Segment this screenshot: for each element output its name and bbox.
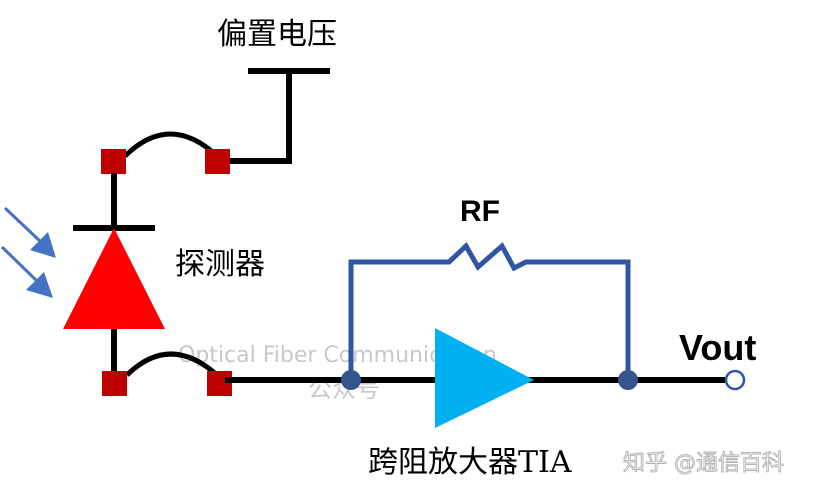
- top-left-pad: [101, 149, 126, 174]
- light-arrows-icon: [0, 206, 56, 298]
- bottom-left-pad: [102, 371, 127, 396]
- light-arrow-shaft-2: [0, 245, 40, 284]
- photodiode: [63, 173, 165, 375]
- light-arrow-head-2: [26, 272, 53, 298]
- bias-voltage-label: 偏置电压: [217, 17, 337, 52]
- tia-label: 跨阻放大器TIA: [368, 445, 572, 480]
- light-arrow-shaft-1: [3, 206, 44, 245]
- rf-label: RF: [460, 195, 500, 228]
- tia-amplifier-triangle: [435, 328, 534, 428]
- output-node: [618, 370, 638, 390]
- vout-label: Vout: [679, 327, 756, 368]
- input-node: [341, 370, 361, 390]
- bias-supply-symbol: [230, 68, 330, 164]
- output-terminal-icon: [724, 369, 746, 391]
- feedback-resistor-wire: [348, 242, 631, 380]
- bottom-right-pad: [207, 371, 232, 396]
- light-arrow-head-1: [30, 232, 56, 258]
- zhihu-watermark: 知乎 @通信百科: [623, 451, 784, 476]
- bottom-bond-wire: [125, 351, 219, 377]
- photodiode-triangle: [63, 228, 165, 329]
- top-right-pad: [205, 149, 230, 174]
- top-bond-wire: [123, 131, 219, 158]
- detector-label: 探测器: [175, 247, 265, 282]
